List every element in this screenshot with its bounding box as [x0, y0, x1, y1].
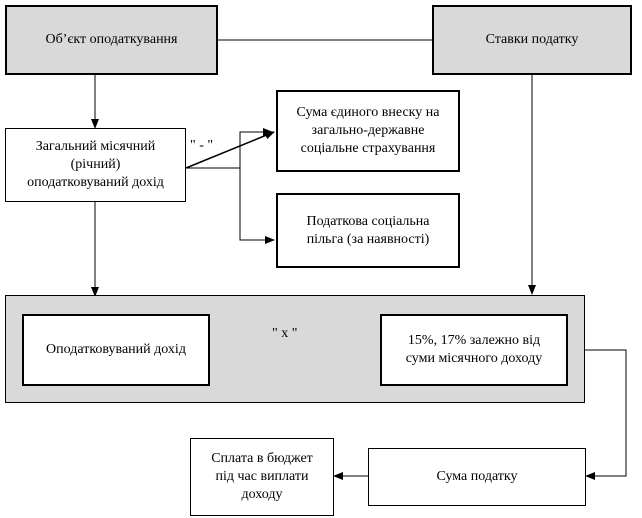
rates-label: Ставки податку — [485, 32, 579, 47]
bracket-to-esv — [239, 128, 273, 168]
object-label: Об’єкт оподаткування — [45, 32, 178, 47]
rates-box: Ставки податку — [432, 5, 632, 75]
esv-box: Сума єдиного внеску на загально-державне… — [276, 90, 460, 172]
bracket-to-benefit — [239, 168, 275, 244]
taxable-label: Оподатковуваний дохід — [46, 342, 186, 357]
minus-operator: " - " — [190, 138, 214, 153]
payment-label: Сплата в бюджет під час виплати доходу — [211, 451, 313, 502]
income-label: Загальний місячний (річний) оподатковува… — [27, 139, 164, 190]
income-box: Загальний місячний (річний) оподатковува… — [5, 128, 186, 202]
multiply-operator: " х " — [272, 326, 298, 341]
rate-values-label: 15%, 17% залежно від суми місячного дохо… — [405, 333, 543, 366]
tax-sum-box: Сума податку — [368, 448, 586, 506]
payment-box: Сплата в бюджет під час виплати доходу — [190, 438, 334, 516]
rate-to-tax-arrow — [568, 349, 627, 480]
object-box: Об’єкт оподаткування — [5, 5, 218, 75]
benefit-box: Податкова соціальна пільга (за наявності… — [276, 193, 460, 268]
rate-values-box: 15%, 17% залежно від суми місячного дохо… — [380, 314, 568, 386]
taxable-box: Оподатковуваний дохід — [22, 314, 210, 386]
tax-sum-label: Сума податку — [436, 469, 518, 484]
benefit-label: Податкова соціальна пільга (за наявності… — [306, 213, 430, 247]
income-to-esv-arrow — [185, 131, 275, 169]
esv-label: Сума єдиного внеску на загально-державне… — [296, 105, 440, 156]
